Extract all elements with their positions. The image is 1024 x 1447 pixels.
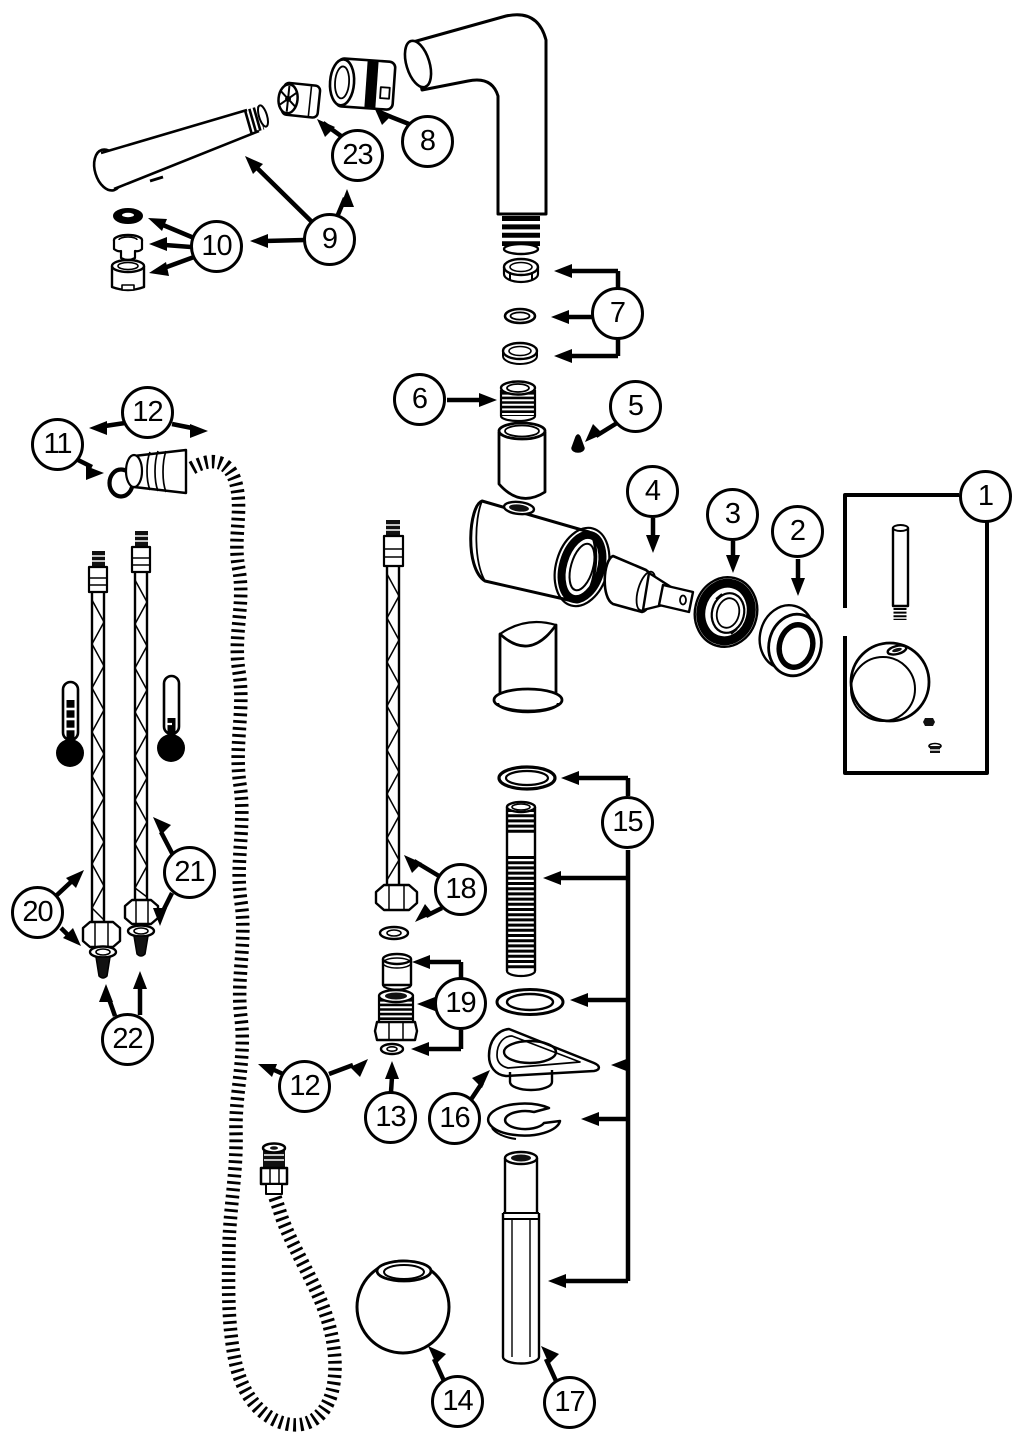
ball-weight — [355, 1259, 451, 1355]
trim-ring — [758, 604, 823, 678]
supply-line-cold — [123, 531, 160, 926]
callout-11-label: 11 — [43, 428, 72, 460]
upper-sleeve — [497, 421, 547, 500]
horseshoe-clip — [486, 1102, 562, 1140]
spout-collar — [328, 57, 397, 111]
callout-8-label: 8 — [419, 125, 436, 157]
callout-19-label: 19 — [445, 987, 476, 1019]
callout-14: 14 — [431, 1375, 484, 1428]
callout-9-label: 9 — [321, 223, 338, 255]
shank-washer — [495, 988, 565, 1016]
hose-end-fitting — [259, 1142, 289, 1195]
callout-1-label: 1 — [977, 480, 994, 512]
diverter-insert — [277, 81, 322, 119]
mounting-plate — [487, 1027, 601, 1092]
callout-13-label: 13 — [375, 1101, 406, 1133]
hose-connector — [124, 448, 188, 495]
retainer-nut — [693, 576, 759, 648]
handle-knob — [849, 641, 931, 723]
leader-arrows — [55, 107, 805, 1382]
callout-10-label: 10 — [201, 230, 232, 262]
faucet-body — [469, 499, 611, 608]
callout-4: 4 — [626, 465, 679, 518]
callout-16-label: 16 — [439, 1102, 470, 1134]
spout-elbow — [403, 13, 548, 256]
seat-washer-cold — [126, 924, 156, 957]
callout-22-label: 22 — [112, 1023, 143, 1055]
threaded-shank — [505, 800, 537, 978]
spray-wand — [92, 104, 269, 192]
coiled-hose — [188, 454, 342, 1432]
escutcheon-sleeve — [492, 620, 564, 714]
mounting-ring-kit — [501, 257, 540, 365]
handle-kit-box — [843, 493, 989, 775]
callout-16: 16 — [428, 1092, 481, 1145]
handle-rod — [891, 524, 910, 620]
callout-23-label: 23 — [342, 139, 373, 171]
callout-15-label: 15 — [612, 806, 643, 838]
o-ring-15 — [497, 765, 557, 791]
callout-5: 5 — [609, 380, 662, 433]
callout-2-label: 2 — [789, 515, 806, 547]
callout-21-label: 21 — [174, 856, 205, 888]
set-screw — [571, 434, 585, 453]
aerator-kit — [110, 208, 146, 292]
thermometer-hot-icon — [56, 680, 84, 767]
callout-21: 21 — [163, 846, 216, 899]
callout-14-label: 14 — [442, 1385, 473, 1417]
hose-guide — [381, 952, 413, 991]
callout-17: 17 — [543, 1376, 596, 1429]
callout-3: 3 — [706, 488, 759, 541]
supply-line-hot — [81, 551, 122, 949]
callout-23: 23 — [331, 129, 384, 182]
callout-5-label: 5 — [627, 390, 644, 422]
callout-18: 18 — [434, 863, 487, 916]
callout-7-label: 7 — [609, 297, 626, 329]
handle-screws — [923, 718, 942, 753]
callout-8: 8 — [401, 115, 454, 168]
callout-20: 20 — [11, 886, 64, 939]
cartridge — [603, 554, 695, 614]
callout-17-label: 17 — [554, 1386, 585, 1418]
callout-1: 1 — [959, 470, 1012, 523]
callout-6: 6 — [393, 373, 446, 426]
callout-4-label: 4 — [644, 475, 661, 507]
callout-9: 9 — [303, 213, 356, 266]
callout-3-label: 3 — [724, 498, 741, 530]
seat-washer-hot — [88, 945, 118, 979]
callout-12b: 12 — [278, 1060, 331, 1113]
threaded-hose-adapter — [373, 988, 419, 1042]
callout-12a: 12 — [121, 386, 174, 439]
washer-13 — [379, 1042, 405, 1056]
standpipe — [501, 1150, 541, 1365]
callout-6-label: 6 — [411, 383, 428, 415]
callout-10: 10 — [190, 220, 243, 273]
callout-11: 11 — [31, 418, 84, 471]
threaded-adapter — [499, 380, 537, 423]
callout-12b-label: 12 — [289, 1070, 320, 1102]
callout-19: 19 — [434, 977, 487, 1030]
callout-7: 7 — [591, 287, 644, 340]
callout-18-label: 18 — [445, 873, 476, 905]
callout-15: 15 — [601, 796, 654, 849]
supply-tube-18 — [374, 520, 419, 941]
callout-2: 2 — [771, 505, 824, 558]
callout-12a-label: 12 — [132, 396, 163, 428]
thermometer-cold-icon — [157, 674, 185, 762]
callout-13: 13 — [364, 1091, 417, 1144]
callout-20-label: 20 — [22, 896, 53, 928]
callout-22: 22 — [101, 1013, 154, 1066]
